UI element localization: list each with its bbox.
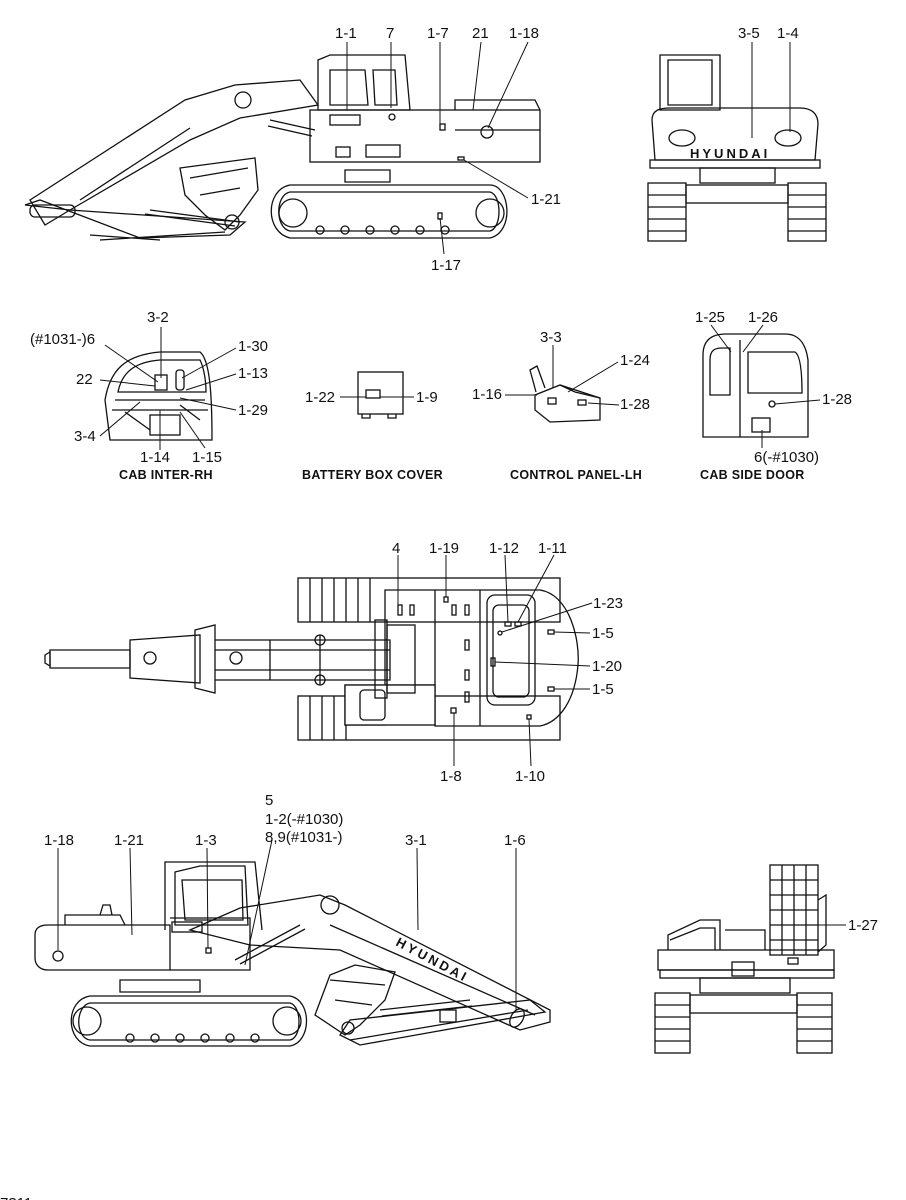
callout-label: 1-2(-#1030) [265,811,343,828]
callout-label: 1-18 [509,25,539,42]
battery-box-cover-view: 1-22 1-9 BATTERY BOX COVER [302,371,443,482]
callout-label: 1-11 [538,540,567,557]
callout-label: 1-20 [592,658,622,675]
callout-label: 3-5 [738,25,760,42]
callout-label: 1-7 [427,25,449,42]
control-panel-lh-view: 3-3 1-24 1-16 1-28 CONTROL PANEL-LH [472,329,650,482]
callout-label: 1-26 [748,309,778,326]
callout-label: 3-2 [147,309,169,326]
callout-label: 1-21 [531,191,561,208]
callout-label: 1-19 [429,540,459,557]
callout-label: 1-5 [592,681,614,698]
callout-label: 1-18 [44,832,74,849]
callout-label: 1-5 [592,625,614,642]
side-view-rh: HYUNDAI 5 1-2(-#1030) 8,9(#1031-) 1-18 [34,792,551,1047]
top-view: 4 1-19 1-12 1-11 1-23 1-5 1-20 1-5 1-8 1… [44,540,623,785]
callout-label: 1-9 [416,389,438,406]
view-caption: CAB SIDE DOOR [700,468,805,482]
callout-label: 5 [265,792,273,809]
callout-label: 22 [76,371,93,388]
callout-label: 1-15 [192,449,222,466]
view-caption: BATTERY BOX COVER [302,468,443,482]
cab-side-door-view: 1-25 1-26 1-28 6(-#1030) CAB SIDE DOOR [695,309,852,482]
track-shoes [309,578,371,740]
callout-label: 3-3 [540,329,562,346]
track-rollers [125,1033,260,1043]
callout-label: 3-1 [405,832,427,849]
callout-label: 1-28 [822,391,852,408]
callout-label: 1-23 [593,595,623,612]
footer-code: 7311 [0,1195,32,1200]
side-view-lh: 1-1 7 1-7 21 1-18 1-21 1-17 [24,25,561,274]
callout-label: 1-24 [620,352,650,369]
callout-label: 1-8 [440,768,462,785]
callout-label: 1-21 [114,832,144,849]
callout-label: 8,9(#1031-) [265,829,343,846]
boom-brand-text: HYUNDAI [394,934,472,985]
callout-label: 1-27 [848,917,878,934]
callout-label: 3-4 [74,428,96,445]
callout-label: 1-13 [238,365,268,382]
callout-label: 1-25 [695,309,725,326]
rear-brand-text: HYUNDAI [690,146,770,161]
front-view: 1-27 [654,864,878,1054]
callout-label: 21 [472,25,489,42]
callout-label: 1-10 [515,768,545,785]
callout-label: 1-30 [238,338,268,355]
callout-label: 1-3 [195,832,217,849]
callout-label: 1-14 [140,449,170,466]
callout-label: 1-17 [431,257,461,274]
callout-label: 6(-#1030) [754,449,819,466]
view-caption: CONTROL PANEL-LH [510,468,642,482]
callout-label: 1-4 [777,25,799,42]
callout-label: 1-16 [472,386,502,403]
callout-label: 4 [392,540,400,557]
callout-label: (#1031-)6 [30,331,95,348]
callout-label: 1-29 [238,402,268,419]
callout-label: 1-12 [489,540,519,557]
callout-label: 1-1 [335,25,357,42]
callout-label: 1-28 [620,396,650,413]
track-rollers [315,225,450,235]
callout-label: 1-6 [504,832,526,849]
cab-inter-rh-view: 3-2 (#1031-)6 1-30 22 1-13 1-29 3-4 1-14… [30,309,268,482]
rear-view: HYUNDAI 3-5 1-4 [647,25,827,242]
view-caption: CAB INTER-RH [119,468,213,482]
callout-label: 1-22 [305,389,335,406]
callout-label: 7 [386,25,394,42]
